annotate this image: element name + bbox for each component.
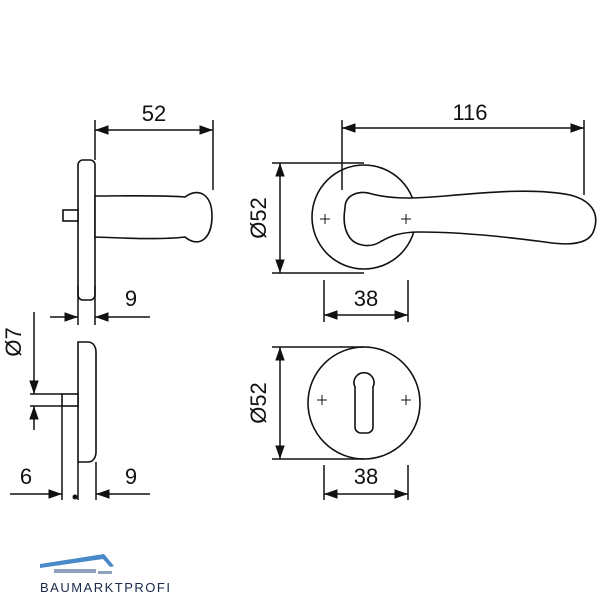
roof-icon	[40, 554, 114, 574]
brand-logo: BAUMARKTPROFI	[38, 550, 172, 600]
dim-rose-diameter-bottom: Ø52	[246, 382, 271, 424]
front-view-lever: 116 Ø52 38	[246, 100, 597, 322]
side-view-escutcheon: Ø7 6 9	[1, 312, 150, 500]
dim-pin-length: 6	[20, 464, 32, 489]
dim-pin-diameter: Ø7	[1, 327, 26, 356]
dim-rose-diameter-top: Ø52	[246, 197, 271, 239]
front-view-escutcheon: Ø52 38	[246, 346, 421, 500]
dim-rose-width-top: 38	[354, 286, 378, 311]
side-view-lever: 52 9	[50, 101, 214, 325]
dim-rose-thickness-bottom: 9	[125, 464, 137, 489]
dim-rose-width-bottom: 38	[354, 464, 378, 489]
dim-rose-thickness-top: 9	[125, 286, 137, 311]
dim-side-projection: 52	[142, 101, 166, 126]
brand-name: BAUMARKTPROFI	[40, 580, 172, 595]
dim-front-width: 116	[452, 100, 487, 125]
